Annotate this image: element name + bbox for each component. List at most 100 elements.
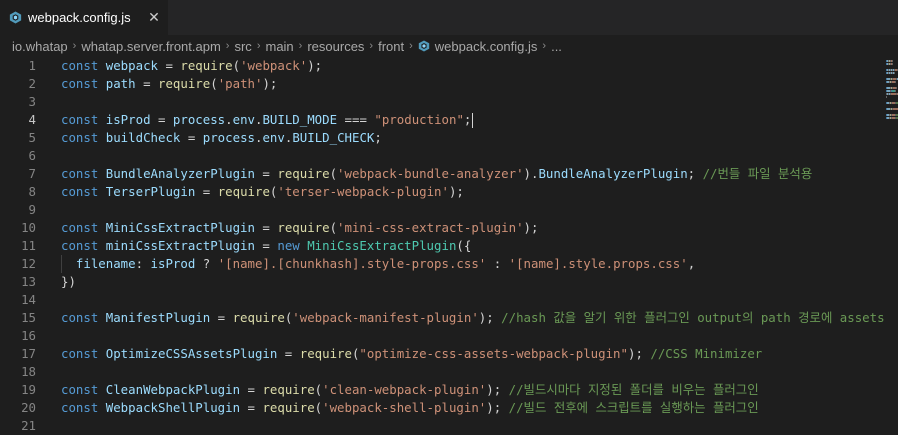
minimap-token xyxy=(891,102,892,104)
breadcrumb-separator: › xyxy=(298,40,303,52)
code-token: miniCssExtractPlugin xyxy=(105,238,255,253)
minimap-token xyxy=(889,60,890,62)
minimap-token xyxy=(891,81,892,83)
code-token: //빌드 전후에 스크립트를 실행하는 플러그인 xyxy=(508,400,759,415)
minimap-token xyxy=(886,117,887,119)
breadcrumb-item-front[interactable]: front xyxy=(378,38,405,54)
line-number: 12 xyxy=(21,256,36,271)
minimap-token xyxy=(890,72,891,74)
tab-title: webpack.config.js xyxy=(28,10,131,25)
code-token: ( xyxy=(329,166,338,181)
minimap-token xyxy=(886,102,887,104)
minimap-token xyxy=(887,117,889,119)
code-token: = xyxy=(254,220,278,235)
minimap[interactable] xyxy=(885,57,898,434)
minimap-token xyxy=(894,72,895,74)
line-number: 11 xyxy=(21,238,36,253)
minimap-token xyxy=(890,93,891,95)
breadcrumb-item-symbols[interactable]: ... xyxy=(551,38,562,54)
code-line[interactable]: 18 xyxy=(0,363,885,381)
minimap-token xyxy=(890,60,891,62)
code-line[interactable]: 3 xyxy=(0,93,885,111)
minimap-token xyxy=(887,108,890,110)
code-token: require xyxy=(232,310,285,325)
minimap-token xyxy=(891,60,892,62)
minimap-token xyxy=(887,72,888,74)
code-token: OptimizeCSSAssetsPlugin xyxy=(105,346,278,361)
code-token: 'terser-webpack-plugin' xyxy=(277,184,449,199)
breadcrumb-item-resources[interactable]: resources xyxy=(307,38,365,54)
minimap-token xyxy=(888,93,889,95)
code-text: const buildCheck = process.env.BUILD_CHE… xyxy=(61,129,382,147)
minimap-token xyxy=(886,96,887,98)
minimap-token xyxy=(891,114,892,116)
line-number: 18 xyxy=(21,364,36,379)
code-token: const xyxy=(61,382,106,397)
code-token: = xyxy=(240,400,263,415)
code-token: ? xyxy=(195,256,218,271)
code-line[interactable]: 21 xyxy=(0,417,885,435)
minimap-token xyxy=(887,69,888,71)
line-number: 5 xyxy=(28,130,36,145)
code-line[interactable]: 14 xyxy=(0,291,885,309)
minimap-token xyxy=(890,87,891,89)
minimap-token xyxy=(887,93,888,95)
code-line[interactable]: 9 xyxy=(0,201,885,219)
minimap-token xyxy=(887,81,889,83)
code-token: 'path' xyxy=(217,76,263,91)
code-token: ( xyxy=(284,310,293,325)
breadcrumb-item-src[interactable]: src xyxy=(234,38,252,54)
minimap-token xyxy=(891,87,892,89)
code-token: const xyxy=(61,58,106,73)
code-line[interactable]: 12 filename: isProd ? '[name].[chunkhash… xyxy=(0,255,885,273)
code-token: ( xyxy=(351,346,360,361)
minimap-token xyxy=(892,63,893,65)
minimap-token xyxy=(886,81,887,83)
code-token: //빌드시마다 지정된 폴더를 비우는 플러그인 xyxy=(508,382,759,397)
minimap-token xyxy=(889,114,890,116)
minimap-token xyxy=(896,114,898,116)
line-number: 1 xyxy=(28,58,36,73)
breadcrumb-separator: › xyxy=(409,40,413,52)
code-token: = xyxy=(254,238,278,253)
breadcrumb-separator: › xyxy=(369,40,374,52)
code-token: ( xyxy=(210,76,218,91)
breadcrumb-item-file[interactable]: webpack.config.js xyxy=(434,38,538,54)
minimap-token xyxy=(890,78,891,80)
code-token: MiniCssExtractPlugin xyxy=(307,238,457,253)
line-number: 7 xyxy=(28,166,36,181)
breadcrumb-item-io-whatap[interactable]: io.whatap xyxy=(12,38,68,54)
minimap-token xyxy=(892,78,893,80)
breadcrumb-item-main[interactable]: main xyxy=(265,38,294,54)
code-token: //hash 값을 알기 위한 플러그인 output의 path 경로에 as… xyxy=(501,310,898,325)
line-number: 20 xyxy=(21,400,36,415)
minimap-token xyxy=(890,69,891,71)
code-token: BUILD_CHECK xyxy=(292,130,375,145)
code-token: require xyxy=(262,400,315,415)
code-line[interactable]: 13}) xyxy=(0,273,885,291)
text-cursor xyxy=(472,113,474,128)
code-line[interactable]: 5 const buildCheck = process.env.BUILD_CH… xyxy=(0,129,885,147)
code-line[interactable]: 6 xyxy=(0,147,885,165)
code-token: TerserPlugin xyxy=(105,184,196,199)
breadcrumb-item-project[interactable]: whatap.server.front.apm xyxy=(81,38,221,54)
close-icon[interactable]: ✕ xyxy=(148,9,160,25)
minimap-token xyxy=(889,81,890,83)
webpack-cube-icon xyxy=(418,40,429,52)
minimap-token xyxy=(891,93,896,95)
code-line[interactable]: 16 xyxy=(0,327,885,345)
minimap-token xyxy=(896,117,898,119)
tab-webpack-config[interactable]: webpack.config.js ✕ xyxy=(0,0,168,35)
